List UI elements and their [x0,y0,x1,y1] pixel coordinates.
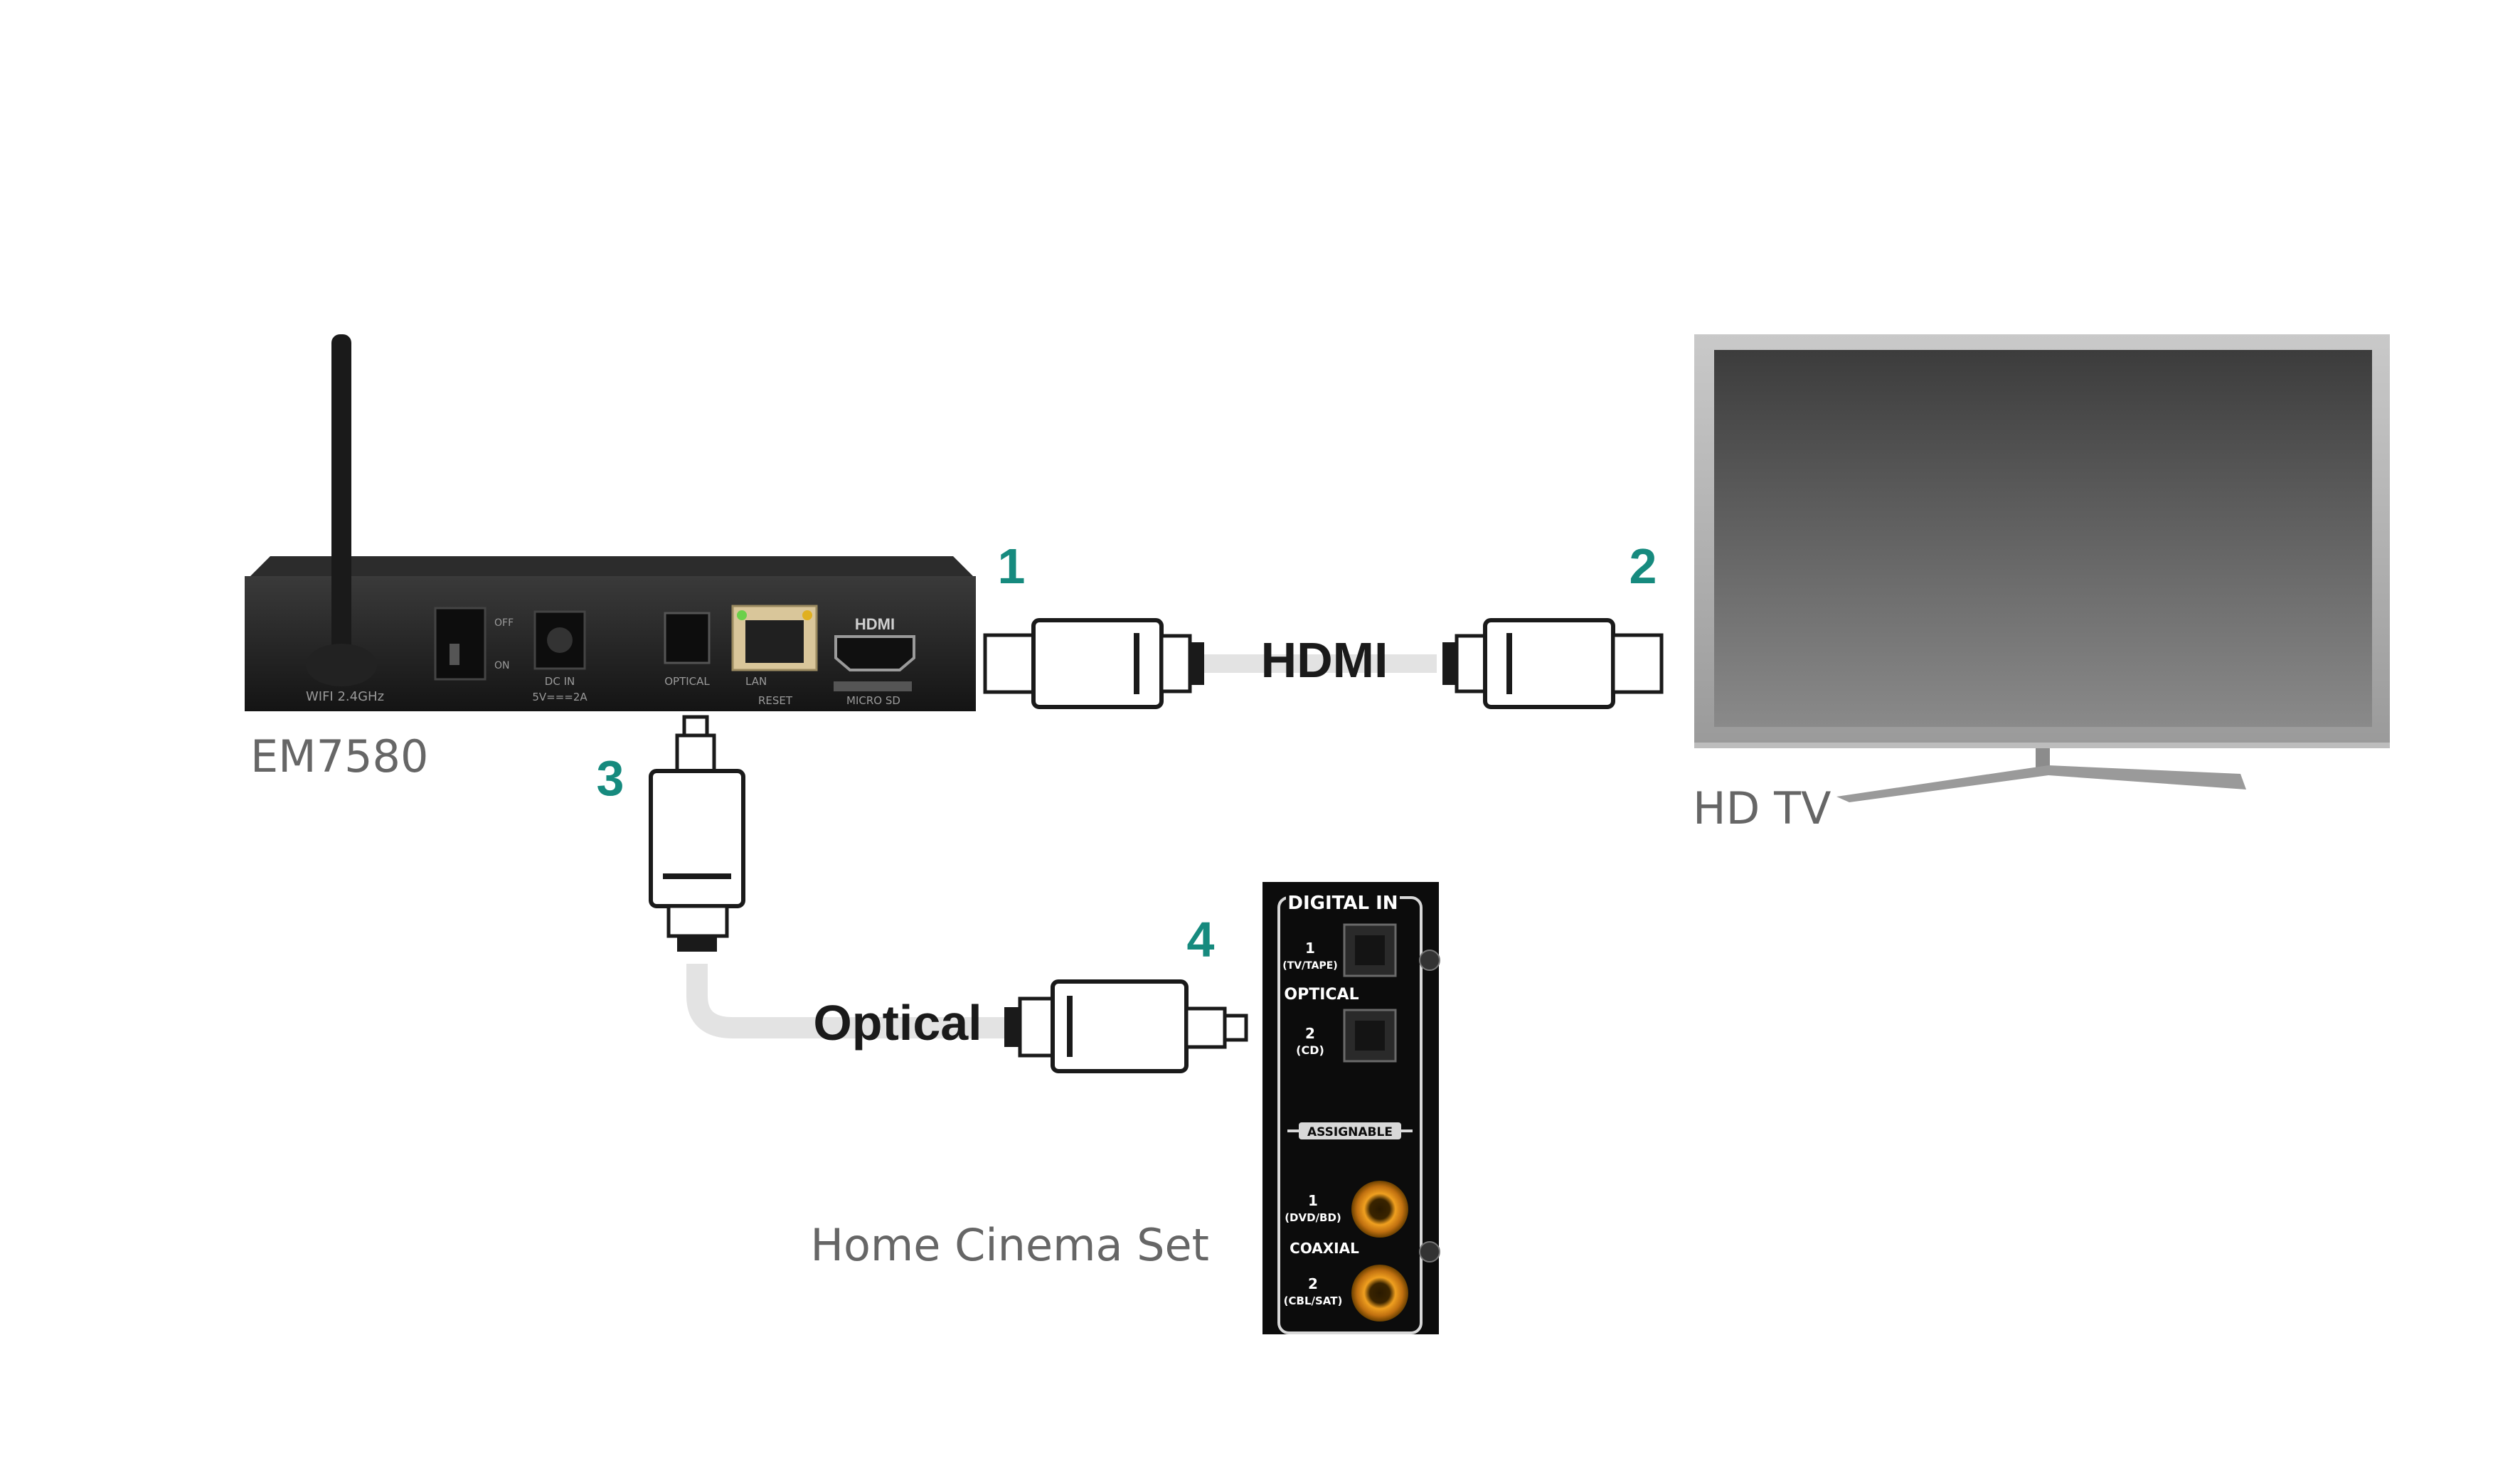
input-2-number: 2 [1305,1025,1315,1042]
assignable-badge [1299,1122,1401,1139]
lan-led-amber [802,610,812,620]
coax-2-sub: (CBL/SAT) [1284,1294,1343,1307]
label-hdmi-port: HDMI [855,615,895,633]
power-switch [434,607,487,681]
step-3: 3 [597,750,624,806]
optical-cable-wire [686,964,1017,1038]
hd-tv [1694,334,2390,802]
label-reset: RESET [758,694,793,707]
hdmi-connector-right [1442,618,1664,709]
power-switch-rocker [450,644,459,665]
coax-input-2 [1351,1265,1408,1322]
input-1-sub: (TV/TAPE) [1282,960,1337,972]
input-2-sub: (CD) [1296,1043,1324,1057]
optical-connector-top [649,715,745,952]
lan-led-green [737,610,747,620]
hdmi-cable-wire [1195,654,1437,673]
player-name: EM7580 [250,730,428,782]
panel-header-gap [1286,888,1400,909]
label-dc-rating: 5V===2A [532,691,588,703]
label-optical-port: OPTICAL [664,675,710,688]
receiver-name: Home Cinema Set [810,1219,1209,1271]
dc-in-hole [547,627,573,653]
tv-screen [1714,350,2372,727]
assignable-label: ASSIGNABLE [1307,1125,1393,1139]
coax-2-number: 2 [1308,1275,1318,1292]
panel-header: DIGITAL IN [1287,893,1398,914]
panel-screw-bottom [1419,1241,1440,1262]
optical-connector-right [1004,979,1248,1073]
hdmi-cable [983,618,1664,709]
input-1-number: 1 [1305,940,1315,957]
tv-neck [2036,748,2050,770]
antenna [331,334,351,669]
player-top [249,556,974,578]
media-player: WIFI 2.4GHz OFF ON DC IN 5V===2A OPTICAL… [245,334,976,711]
receiver-panel: DIGITAL IN 1 (TV/TAPE) OPTICAL 2 (CD) AS… [1262,882,1440,1334]
hdmi-port [834,635,915,671]
label-micro-sd: MICRO SD [846,694,900,707]
step-4: 4 [1187,912,1215,967]
label-wifi: WIFI 2.4GHz [306,689,384,704]
tv-stand [1836,765,2246,802]
label-on: ON [494,660,510,671]
micro-sd-slot [834,681,912,691]
label-dc-in: DC IN [545,675,575,688]
hdmi-connector-left [983,618,1204,709]
panel-screw-top [1419,950,1440,971]
step-1: 1 [998,538,1026,594]
coaxial-label: COAXIAL [1290,1240,1359,1257]
optical-cable [649,715,1248,1073]
step-2: 2 [1630,538,1657,594]
coax-input-1 [1351,1181,1408,1238]
optical-port [664,612,711,664]
tv-bottom-bezel [1694,743,2390,748]
optical-input-1 [1343,923,1397,977]
optical-input-2-socket [1355,1021,1385,1051]
hdmi-cable-label: HDMI [1261,632,1388,688]
coax-1-sub: (DVD/BD) [1285,1211,1341,1224]
optical-cable-label: Optical [813,995,982,1051]
antenna-base [306,644,377,686]
coax-1-number: 1 [1308,1192,1318,1209]
tv-name: HD TV [1693,782,1831,834]
label-lan: LAN [745,675,767,688]
optical-input-1-socket [1355,935,1385,965]
optical-label: OPTICAL [1284,986,1359,1004]
label-off: OFF [494,617,514,629]
lan-port-socket [745,620,804,663]
